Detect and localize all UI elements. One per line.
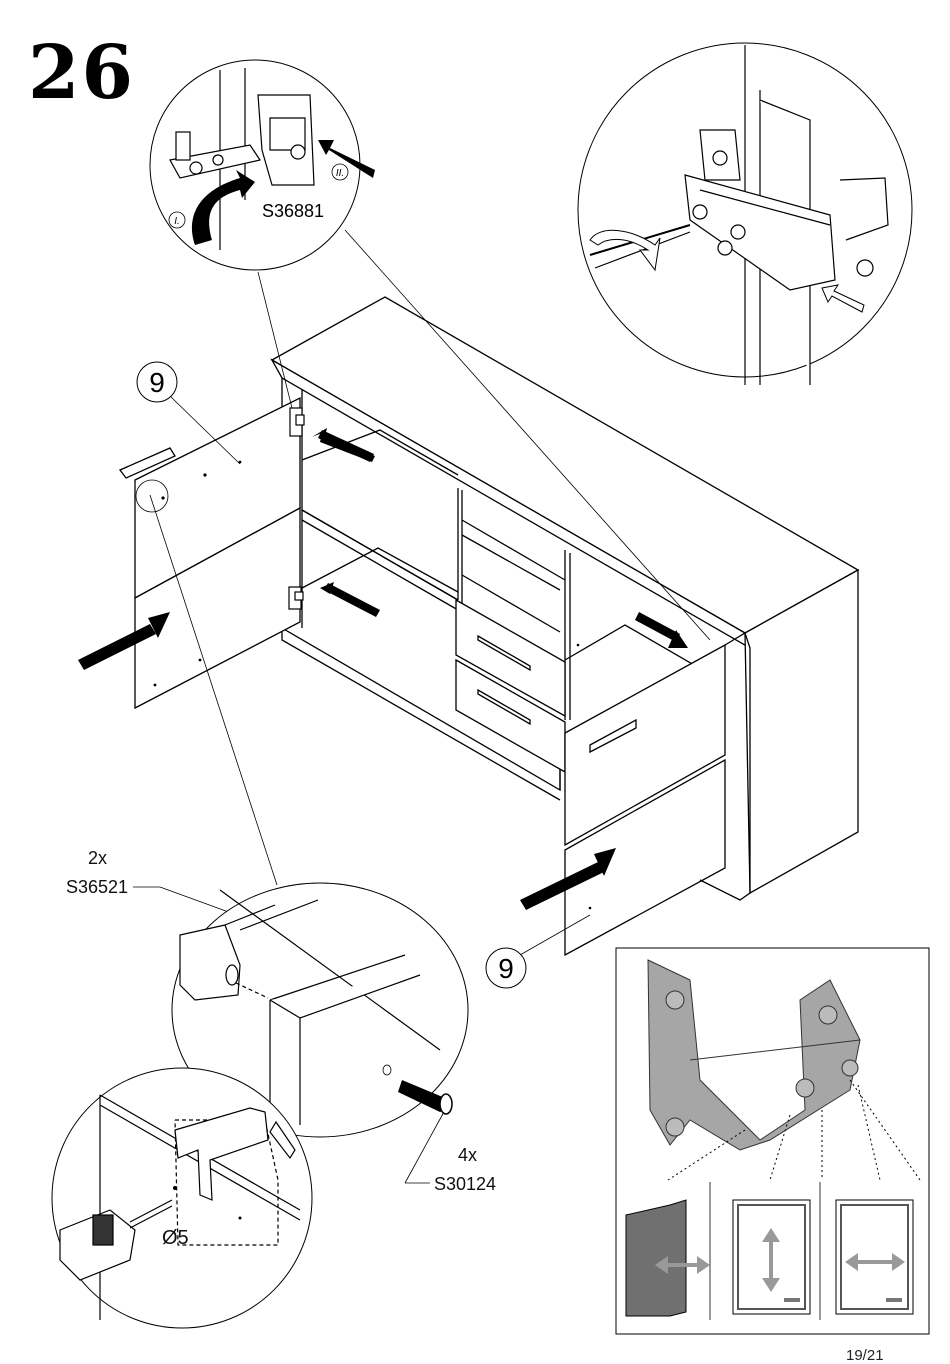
hinge-adjust-circle (578, 43, 912, 385)
part-callout-9-top: 9 (137, 362, 177, 402)
bumper-quantity: 2x (88, 848, 107, 869)
svg-text:I.: I. (174, 216, 180, 227)
hinge-bottom (289, 587, 303, 609)
adjustment-panel (616, 948, 929, 1334)
sideboard-cabinet (120, 297, 858, 955)
vertical-adjust-icon (733, 1200, 810, 1314)
drill-diameter: Ø5 (162, 1227, 189, 1250)
dowel-part-code: S30124 (434, 1174, 496, 1195)
arrow-hinge-top (312, 428, 375, 462)
part-callout-9-bottom: 9 (486, 948, 526, 988)
svg-text:9: 9 (149, 367, 165, 398)
svg-text:II.: II. (336, 168, 344, 179)
svg-text:9: 9 (498, 953, 514, 984)
dowel-quantity: 4x (458, 1145, 477, 1166)
drill-detail-circle (52, 1068, 312, 1328)
arrow-hinge-bottom (320, 582, 380, 617)
hinge-part-code: S36881 (262, 201, 324, 221)
page-number: 19/21 (846, 1347, 892, 1364)
arrow-drawer-push (635, 612, 688, 648)
horizontal-adjust-icon (836, 1200, 913, 1314)
bumper-part-code: S36521 (66, 877, 128, 898)
hinge-top (290, 408, 304, 436)
hinge-detail-circle: I. II. S36881 (150, 60, 375, 270)
